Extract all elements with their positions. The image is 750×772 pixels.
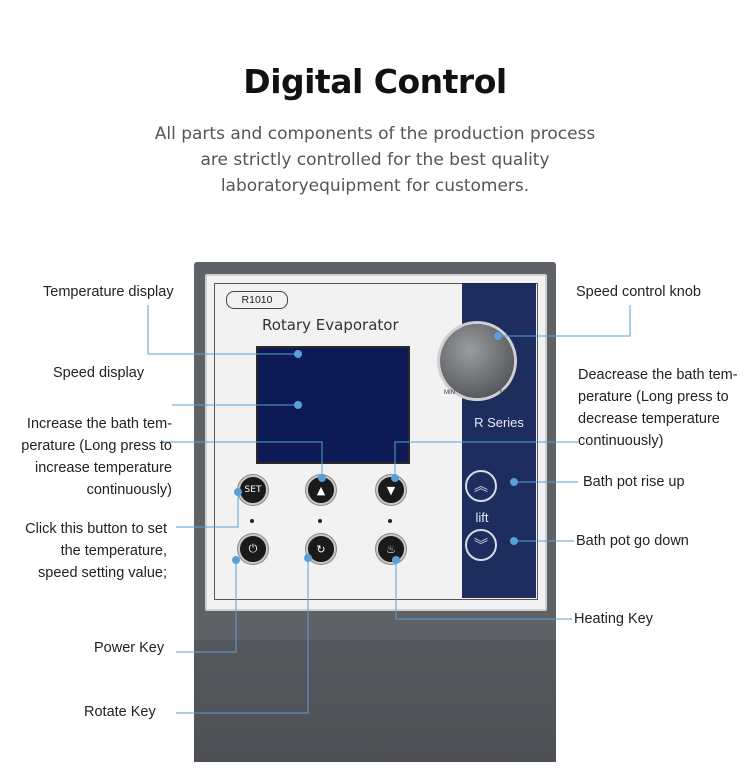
lift-down-button[interactable]: ︾: [465, 529, 497, 561]
lift-up-button[interactable]: ︽: [465, 470, 497, 502]
set-button[interactable]: SET: [238, 475, 268, 505]
device-name: Rotary Evaporator: [262, 316, 399, 334]
indicator-dot: [250, 519, 254, 523]
triangle-up-icon: ▲: [316, 483, 326, 497]
callout-power-key: Power Key: [94, 640, 165, 656]
lcd-screen: [256, 346, 410, 464]
callout-increase-temp-1: Increase the bath tem-: [26, 416, 172, 432]
callout-increase-temp-3: increase temperature: [34, 460, 172, 476]
heat-waves-icon: ♨: [386, 542, 396, 556]
lift-label: lift: [475, 510, 489, 525]
callout-increase-temp-2: perature (Long press to: [21, 438, 172, 454]
double-chevron-up-icon: ︽: [474, 478, 488, 494]
callout-go-down: Bath pot go down: [576, 533, 689, 549]
callout-decrease-temp-1: Deacrease the bath tem-: [578, 367, 738, 383]
callout-decrease-temp-3: decrease temperature: [578, 411, 720, 427]
knob-max-label: MAX: [500, 390, 514, 396]
power-icon: ⏻: [248, 542, 258, 555]
callout-speed-display: Speed display: [53, 365, 145, 381]
callout-set-3: speed setting value;: [38, 565, 167, 581]
callout-speed-knob: Speed control knob: [576, 284, 701, 300]
device-base: [194, 640, 556, 762]
callout-rotate-key: Rotate Key: [84, 704, 156, 720]
double-chevron-down-icon: ︾: [474, 537, 488, 553]
triangle-down-icon: ▼: [386, 483, 396, 497]
heating-button[interactable]: ♨: [376, 534, 406, 564]
callout-increase-temp-4: continuously): [86, 482, 172, 498]
indicator-dot: [318, 519, 322, 523]
subtitle-line-1: All parts and components of the producti…: [154, 124, 596, 144]
page-title: Digital Control: [243, 62, 507, 101]
decrease-temp-button[interactable]: ▼: [376, 475, 406, 505]
callout-set-2: the temperature,: [60, 543, 167, 559]
rotate-icon: ↻: [316, 542, 326, 556]
series-label: R Series: [474, 415, 524, 430]
callout-set-1: Click this button to set: [25, 521, 167, 537]
callout-temperature-display: Temperature display: [43, 284, 174, 300]
callout-rise-up: Bath pot rise up: [583, 474, 685, 490]
power-button[interactable]: ⏻: [238, 534, 268, 564]
subtitle-line-3: laboratoryequipment for customers.: [220, 176, 530, 196]
callout-heating-key: Heating Key: [574, 611, 653, 627]
knob-min-label: MIN: [444, 390, 455, 396]
model-badge: R1010: [226, 291, 288, 309]
callout-decrease-temp-4: continuously): [578, 433, 664, 449]
subtitle-line-2: are strictly controlled for the best qua…: [200, 150, 550, 170]
callout-decrease-temp-2: perature (Long press to: [578, 389, 729, 405]
indicator-dot: [388, 519, 392, 523]
set-button-label: SET: [244, 485, 262, 495]
